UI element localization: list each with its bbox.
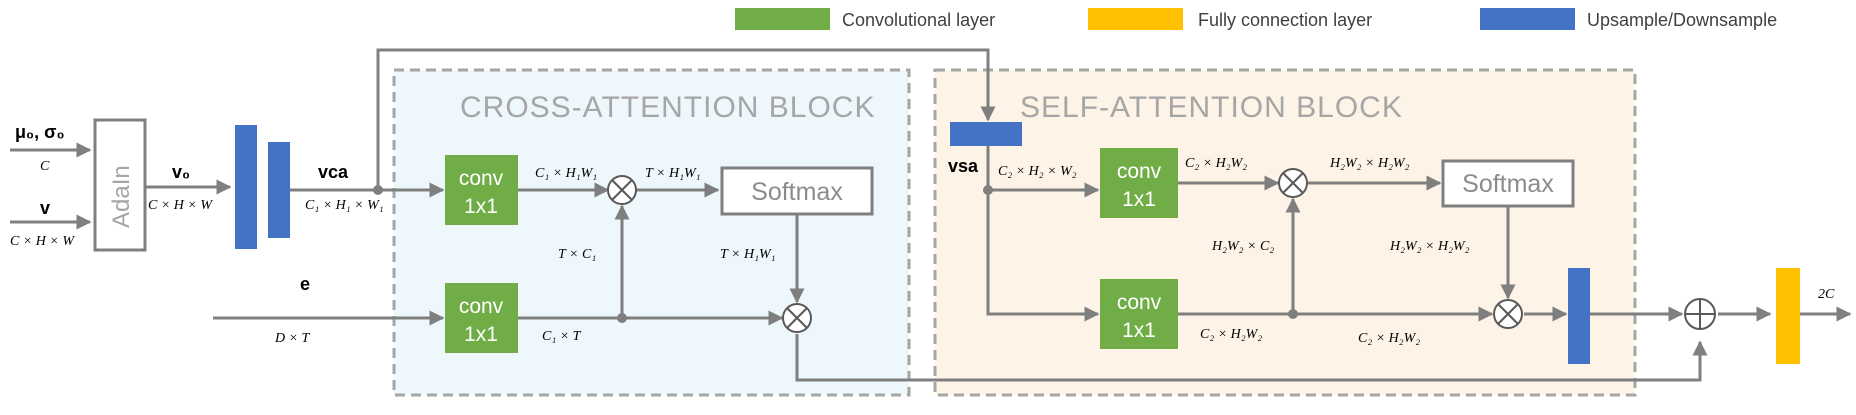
self-dim-softmax-out: H₂W₂ × H₂W₂ <box>1389 239 1470 254</box>
cross-conv-top-label-1: conv <box>459 167 504 190</box>
adain-box <box>93 118 147 252</box>
self-conv-top-label-1: conv <box>1117 160 1162 183</box>
cross-softmax-label: Softmax <box>751 178 843 206</box>
v-dim: C × H × W <box>10 234 75 249</box>
self-upsample-block <box>1568 268 1590 364</box>
legend-conv-swatch <box>735 8 830 30</box>
cross-attention-title: CROSS-ATTENTION BLOCK <box>460 91 875 124</box>
cross-softmax <box>720 166 874 216</box>
self-dim-vsa: C₂ × H₂ × W₂ <box>998 164 1077 179</box>
output-dim: 2C <box>1818 287 1835 302</box>
fc-layer <box>1776 268 1800 364</box>
input-section: μ₀, σ₀ C v C × H × W AdaIn v₀ C × H × W … <box>10 118 384 346</box>
mu-sigma-dim: C <box>40 159 50 174</box>
legend-sample-swatch <box>1480 8 1575 30</box>
legend: Convolutional layer Fully connection lay… <box>735 8 1777 30</box>
cross-conv-bottom <box>445 283 518 353</box>
self-dim-vertical: H₂W₂ × C₂ <box>1211 239 1274 254</box>
self-conv-top <box>1100 148 1178 218</box>
self-conv-bottom <box>1100 279 1178 349</box>
self-attention-block <box>933 68 1637 397</box>
self-conv-bottom-label-1: conv <box>1117 291 1162 314</box>
add-operator <box>1684 298 1716 330</box>
vsa-label: vsa <box>948 156 979 176</box>
v0-dim: C × H × W <box>148 198 213 213</box>
self-softmax <box>1441 159 1575 208</box>
cross-dim-mult-out: T × H₁W₁ <box>645 166 701 181</box>
self-multiply-bottom <box>1493 299 1523 329</box>
self-dim-mult-out: H₂W₂ × H₂W₂ <box>1329 156 1410 171</box>
mu-sigma-label: μ₀, σ₀ <box>15 122 65 142</box>
cross-conv-bottom-label-2: 1x1 <box>464 323 498 346</box>
cross-conv-top-label-2: 1x1 <box>464 195 498 218</box>
self-sample-block <box>950 122 1022 146</box>
self-multiply-top <box>1278 168 1308 198</box>
e-dim: D × T <box>274 331 311 346</box>
v-label: v <box>40 198 50 218</box>
self-dim-conv-top-out: C₂ × H₂W₂ <box>1185 156 1247 171</box>
cross-dim-softmax-out: T × H₁W₁ <box>720 247 776 262</box>
legend-sample-label: Upsample/Downsample <box>1587 10 1777 30</box>
vca-label: vca <box>318 162 349 182</box>
legend-fc-swatch <box>1088 8 1183 30</box>
cross-attention-lines <box>213 48 1708 382</box>
self-dim-conv-bottom-out: C₂ × H₂W₂ <box>1200 327 1262 342</box>
self-softmax-label: Softmax <box>1462 170 1554 198</box>
cross-dim-conv-top-out: C₁ × H₁W₁ <box>535 166 597 181</box>
cross-conv-bottom-label-1: conv <box>459 295 504 318</box>
legend-conv-label: Convolutional layer <box>842 10 995 30</box>
downsample-block-2 <box>268 142 290 238</box>
self-attention-title: SELF-ATTENTION BLOCK <box>1020 91 1403 124</box>
e-label: e <box>300 274 310 294</box>
cross-conv-top <box>445 155 518 225</box>
vca-dim: C₁ × H₁ × W₁ <box>305 198 384 213</box>
cross-dim-conv-bottom-out: C₁ × T <box>542 329 582 344</box>
self-dim-bottom-right: C₂ × H₂W₂ <box>1358 331 1420 346</box>
self-attention-lines <box>983 135 1852 322</box>
downsample-block-1 <box>235 125 257 249</box>
adain-label: AdaIn <box>108 165 135 228</box>
legend-fc-label: Fully connection layer <box>1198 10 1372 30</box>
v0-label: v₀ <box>172 162 190 182</box>
cross-multiply-top <box>607 175 637 205</box>
cross-multiply-bottom <box>782 303 812 333</box>
self-conv-top-label-2: 1x1 <box>1122 188 1156 211</box>
self-conv-bottom-label-2: 1x1 <box>1122 319 1156 342</box>
cross-dim-vertical: T × C₁ <box>558 247 596 262</box>
